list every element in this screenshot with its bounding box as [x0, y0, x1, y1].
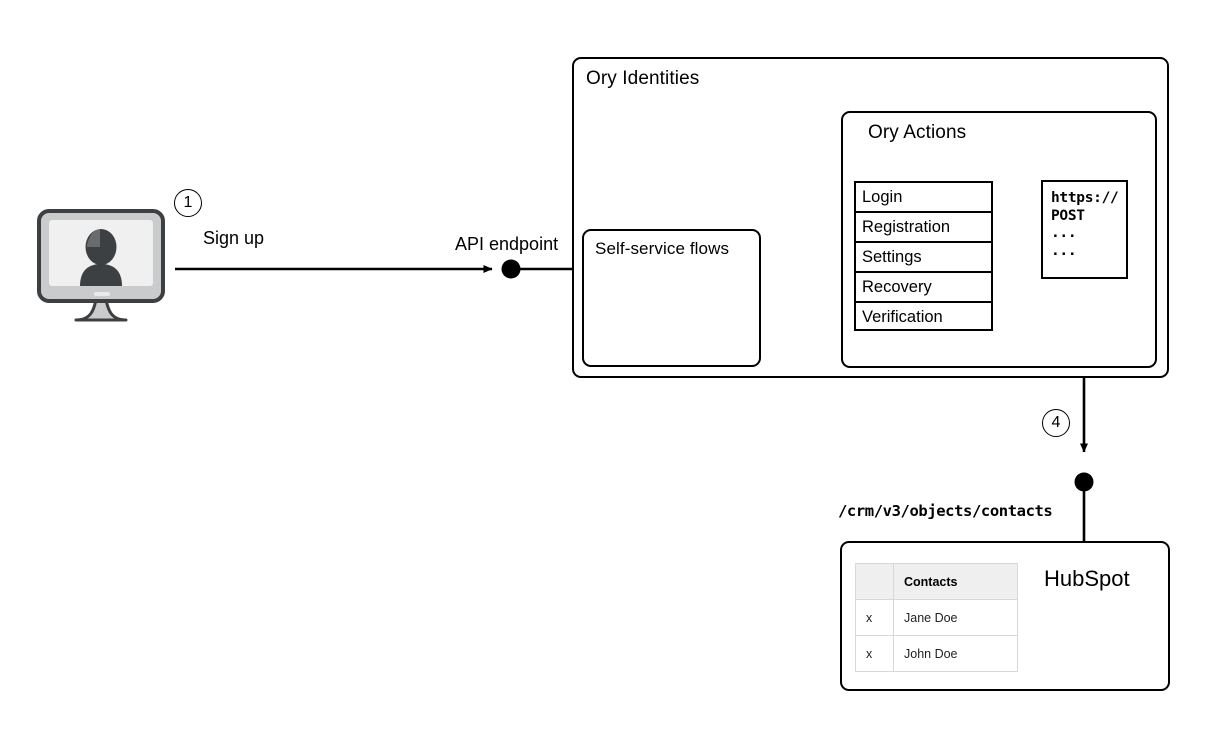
- flow-list-item-settings[interactable]: Settings: [856, 243, 991, 273]
- self-service-flows-title: Self-service flows: [595, 239, 730, 258]
- webhook-line-url: https://: [1051, 190, 1119, 206]
- row-contact-name: Jane Doe: [893, 599, 1018, 636]
- table-header-row: Contacts: [855, 563, 1018, 600]
- step-badge-1: 1: [174, 189, 202, 217]
- table-header-blank: [855, 563, 894, 600]
- desktop-monitor-icon: [37, 209, 165, 322]
- flow-list-item-verification[interactable]: Verification: [862, 308, 943, 326]
- hubspot-endpoint-path-label: /crm/v3/objects/contacts: [838, 502, 1053, 520]
- row-mark: x: [855, 635, 894, 672]
- api-endpoint-node: [501, 259, 573, 279]
- row-mark: x: [855, 599, 894, 636]
- webhook-line-ellipsis-2: ...: [1051, 242, 1077, 259]
- user-device-icon: [36, 208, 166, 326]
- webhook-request-box: https:// POST ... ...: [1041, 180, 1128, 279]
- row-contact-name: John Doe: [893, 635, 1018, 672]
- webhook-line-method: POST: [1051, 207, 1085, 224]
- table-row[interactable]: x John Doe: [855, 635, 1018, 672]
- ory-actions-title: Ory Actions: [868, 122, 967, 143]
- flow-list-item-recovery[interactable]: Recovery: [856, 273, 991, 303]
- table-header-contacts: Contacts: [893, 563, 1018, 600]
- ory-identities-title: Ory Identities: [586, 68, 700, 89]
- table-row[interactable]: x Jane Doe: [855, 599, 1018, 636]
- api-endpoint-label: API endpoint: [455, 234, 559, 254]
- self-service-flow-list: Login Registration Settings Recovery Ver…: [854, 181, 993, 331]
- hubspot-title: HubSpot: [1044, 566, 1130, 591]
- webhook-line-ellipsis-1: ...: [1051, 225, 1077, 241]
- flow-list-item-registration[interactable]: Registration: [856, 213, 991, 243]
- step-badge-4: 4: [1042, 409, 1070, 437]
- hubspot-contacts-table: Contacts x Jane Doe x John Doe: [855, 563, 1018, 672]
- self-service-flows-box: [582, 229, 761, 367]
- flow-list-item-login[interactable]: Login: [856, 183, 991, 213]
- hubspot-endpoint-node: [1074, 472, 1094, 542]
- signup-label: Sign up: [203, 228, 265, 248]
